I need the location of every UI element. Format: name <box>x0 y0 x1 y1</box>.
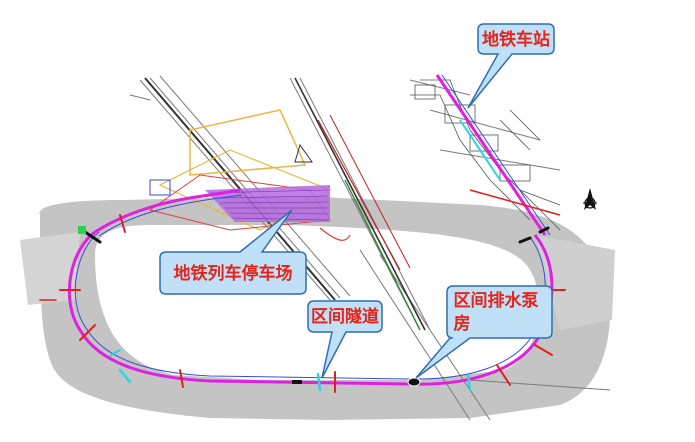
pump-marker-icon <box>407 377 421 387</box>
callout-depot: 地铁列车停车场 <box>159 209 307 295</box>
callout-metro-station: 地铁车站 <box>467 23 555 109</box>
section-markers <box>39 214 566 393</box>
callout-pump-house-line: 区间排水泵 <box>454 290 539 311</box>
callout-tunnel: 区间隧道 <box>307 300 383 379</box>
callout-tunnel-label: 区间隧道 <box>311 306 379 327</box>
callout-pump-house-line: 房 <box>454 313 471 334</box>
callout-metro-station-label: 地铁车站 <box>482 29 550 50</box>
depot-area <box>148 109 351 241</box>
north-arrow-icon <box>583 188 597 210</box>
callout-depot-label: 地铁列车停车场 <box>174 263 293 284</box>
callout-pump-house-label: 区间排水泵 房 <box>454 290 545 334</box>
street-network <box>129 75 611 421</box>
callout-pump-house: 区间排水泵 房 <box>415 285 553 379</box>
station-track <box>435 74 561 236</box>
